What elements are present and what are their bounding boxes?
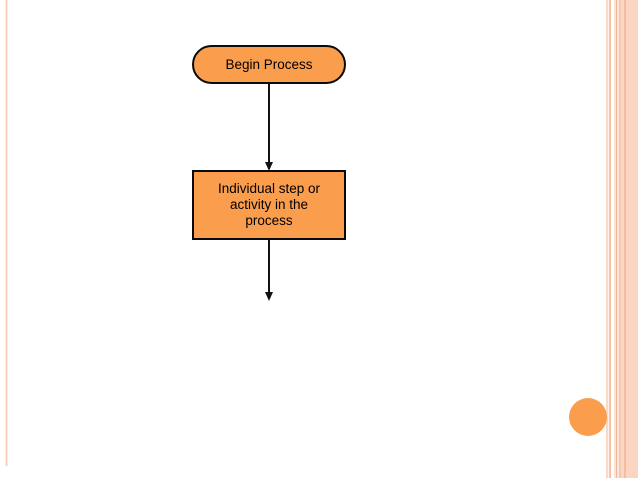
arrowhead-down-icon	[264, 292, 273, 301]
stripe-6	[617, 0, 619, 478]
flowchart-node-activity-step[interactable]: Individual step or activity in the proce…	[192, 170, 346, 240]
left-rule-decoration	[5, 0, 8, 466]
stripe-5	[615, 0, 617, 478]
flowchart-node-label-line-1: Individual step or	[217, 181, 321, 197]
right-stripe-band	[606, 0, 638, 478]
flowchart-node-begin-process[interactable]: Begin Process	[192, 45, 346, 84]
flowchart-node-label: Begin Process	[225, 56, 313, 72]
stripe-4	[613, 0, 616, 478]
flowchart-node-label: Individual step or activity in the proce…	[218, 181, 320, 229]
connector-begin-to-activity	[268, 83, 270, 163]
stripe-2	[609, 0, 611, 478]
stripe-7	[619, 0, 621, 478]
stripe-0	[606, 0, 608, 478]
connector-activity-to-next	[268, 240, 270, 293]
stripe-3	[611, 0, 614, 478]
arrowhead-down-icon	[264, 162, 273, 171]
stripe-10	[625, 0, 638, 478]
orange-circle-accent	[569, 398, 607, 436]
flowchart-node-label-line-2: activity in the	[229, 197, 309, 213]
flowchart-node-label-line-3: process	[245, 212, 293, 228]
stripe-9	[623, 0, 626, 478]
stripe-1	[607, 0, 609, 478]
stripe-8	[620, 0, 624, 478]
